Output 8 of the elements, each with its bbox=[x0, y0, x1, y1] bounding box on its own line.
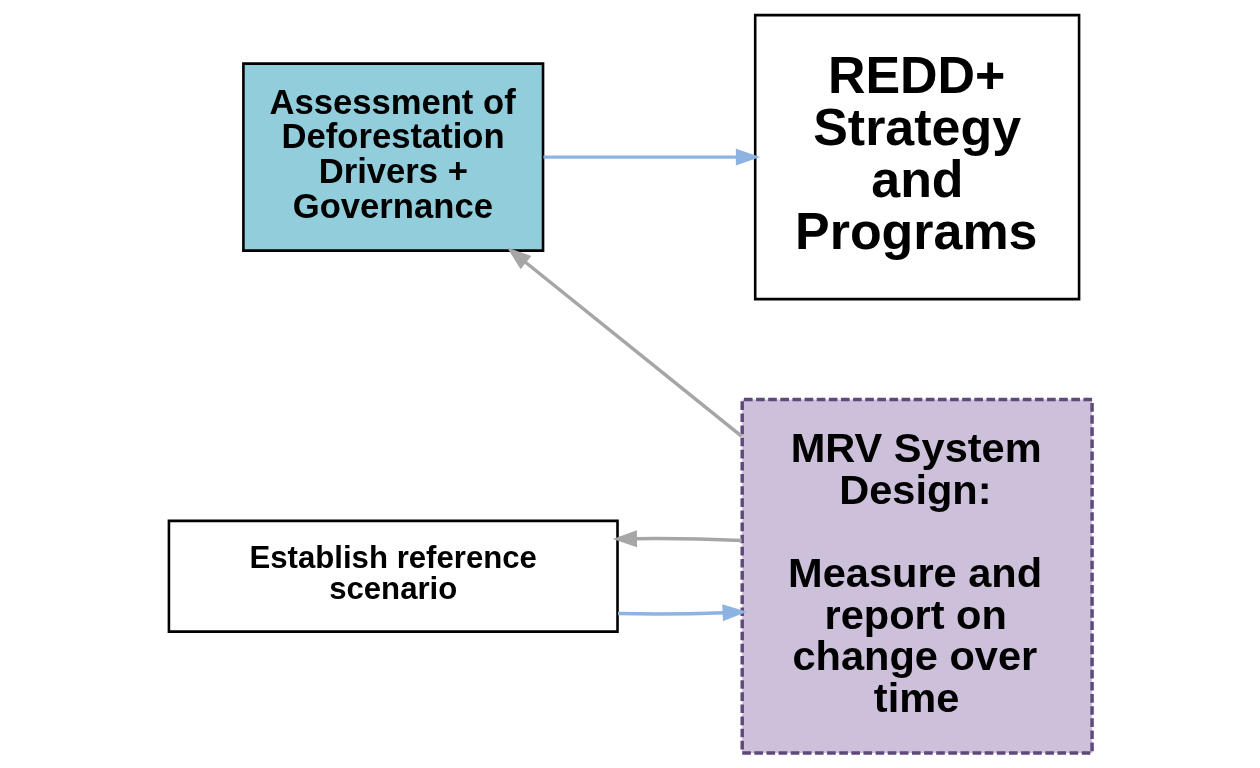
node-box: MRV System Design: Measure and report on change over time bbox=[740, 397, 1094, 755]
node-box: REDD+ Strategy and Programs bbox=[753, 13, 1080, 301]
arrow bbox=[506, 247, 743, 438]
arrow bbox=[542, 148, 760, 166]
node-box: Assessment of Deforestation Drivers + Governance bbox=[241, 62, 544, 252]
arrow bbox=[612, 530, 742, 548]
arrow bbox=[617, 604, 747, 622]
node-box: Establish reference scenario bbox=[167, 519, 619, 633]
